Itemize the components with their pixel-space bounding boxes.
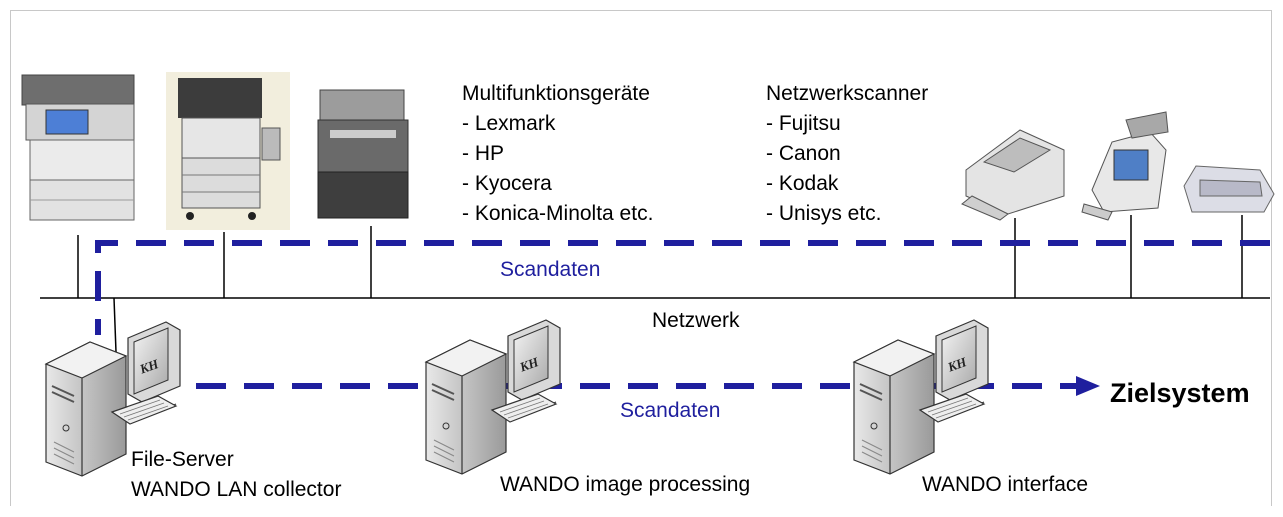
scandaten-label-bottom: Scandaten: [620, 399, 721, 422]
diagram-frame: [10, 10, 1272, 506]
server2-label: WANDO image processing: [500, 473, 751, 496]
netzwerk-label: Netzwerk: [652, 309, 740, 332]
list-item: - Fujitsu: [766, 112, 841, 135]
server-workstation-icon: [853, 319, 989, 475]
server1-label-line1: File-Server: [131, 448, 234, 471]
list-item: - Lexmark: [462, 112, 556, 135]
scandaten-label-top: Scandaten: [500, 258, 601, 281]
list-item: - Canon: [766, 142, 841, 165]
list-item: - Kodak: [766, 172, 839, 195]
server3-label: WANDO interface: [922, 473, 1089, 496]
hp-mfp-icon: [317, 89, 409, 219]
list-item: - Kyocera: [462, 172, 552, 195]
scanner-title: Netzwerkscanner: [766, 82, 929, 105]
fujitsu-scanner-icon: [961, 129, 1065, 221]
list-item: - Konica-Minolta etc.: [462, 202, 654, 225]
scandata-flow-top: [95, 240, 1270, 335]
multifunction-list: Multifunktionsgeräte - Lexmark - HP - Ky…: [462, 79, 653, 229]
list-item: - Unisys etc.: [766, 202, 882, 225]
multifunction-title: Multifunktionsgeräte: [462, 82, 650, 105]
lexmark-mfp-icon: [21, 74, 135, 221]
server-workstation-icon: [425, 319, 561, 475]
check-scanner-icon: [1183, 165, 1275, 213]
server1-label-line2: WANDO LAN collector: [131, 478, 342, 501]
list-item: - HP: [462, 142, 504, 165]
network-line: [40, 215, 1270, 353]
scanner-list: Netzwerkscanner - Fujitsu - Canon - Koda…: [766, 79, 928, 229]
canon-scanner-icon: [1081, 111, 1169, 221]
target-system-label: Zielsystem: [1110, 378, 1250, 408]
floor-copier-icon: [166, 72, 290, 230]
